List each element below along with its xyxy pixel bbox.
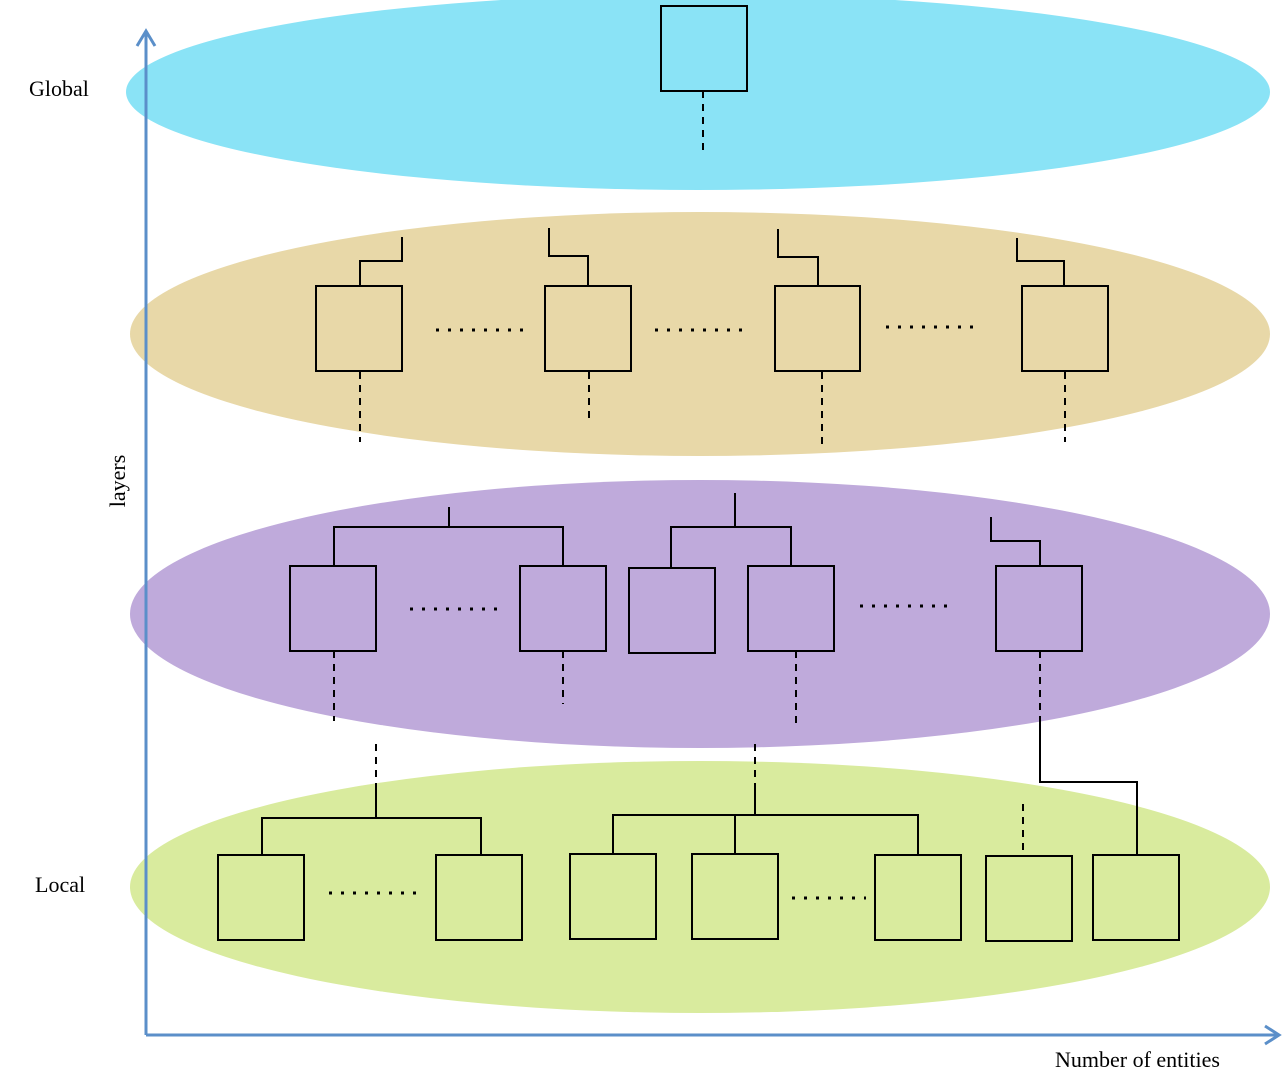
connector-line <box>1016 238 1065 286</box>
connector-line <box>359 237 403 286</box>
connector-line <box>670 526 792 568</box>
global-layer <box>660 5 748 156</box>
y-axis-label: layers <box>105 454 130 508</box>
connector-line <box>612 814 919 855</box>
axes <box>135 28 1282 1046</box>
region-layer-ellipse <box>130 212 1270 456</box>
connector-line <box>548 228 589 286</box>
connector-line <box>777 229 819 286</box>
cluster-layer-ellipse <box>130 480 1270 748</box>
cluster-layer <box>289 493 1083 725</box>
global-layer-ellipse <box>126 0 1270 190</box>
region-layer <box>315 228 1109 446</box>
x-axis-label: Number of entities <box>1055 1047 1220 1072</box>
y-axis-arrowhead <box>135 28 157 47</box>
local-entity-box <box>1092 854 1180 941</box>
local-entity-box <box>985 855 1073 942</box>
connector-line <box>1039 720 1138 855</box>
x-axis-arrowhead <box>1264 1024 1282 1046</box>
connector-line <box>990 517 1041 566</box>
connector-line <box>261 817 482 855</box>
local-layer-ellipse <box>130 761 1270 1013</box>
global-label: Global <box>29 76 89 101</box>
local-label: Local <box>35 872 86 897</box>
local-entity-box <box>435 854 523 941</box>
local-layer <box>217 740 1180 942</box>
